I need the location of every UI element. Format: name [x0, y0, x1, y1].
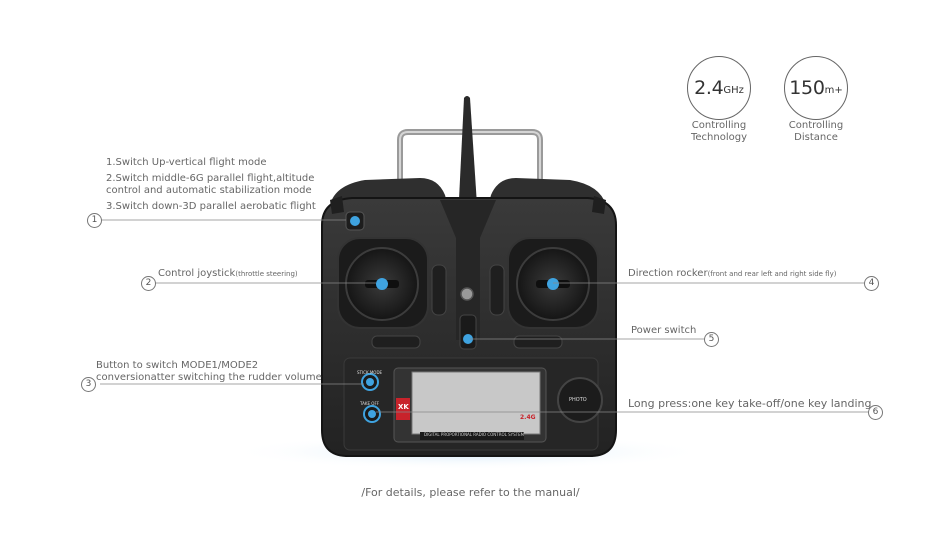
antenna: [458, 96, 478, 220]
frequency-label-line2: Technology: [690, 132, 747, 143]
take-off-label: TAKE OFF: [360, 401, 380, 406]
annotation-4-small: (front and rear left and right side fly): [707, 270, 837, 278]
photo-button: [557, 377, 603, 423]
frequency-badge: 2.4 GHz: [687, 56, 751, 120]
annotation-control-joystick: Control joystick(throttle steering): [158, 268, 298, 280]
annotation-6-text: Long press:one key take-off/one key land…: [628, 397, 872, 410]
annotation-3-line1: Button to switch MODE1/MODE2: [96, 360, 259, 371]
annotation-2-text: Control joystick: [158, 268, 236, 279]
top-shell: [330, 178, 606, 222]
callout-number-5: 5: [704, 332, 719, 347]
callout-number-2: 2: [141, 276, 156, 291]
annotation-flight-modes: 1.Switch Up-vertical flight mode 2.Switc…: [106, 157, 316, 213]
distance-badge: 150 m+: [784, 56, 848, 120]
right-trim: [489, 264, 505, 316]
annotation-1-line1: 1.Switch Up-vertical flight mode: [106, 157, 267, 168]
callout-number-3: 3: [81, 377, 96, 392]
annotation-5-text: Power switch: [631, 325, 697, 336]
center-rivet: [460, 287, 474, 301]
annotation-take-off-landing: Long press:one key take-off/one key land…: [628, 398, 872, 410]
frequency-label-line1: Controlling: [691, 120, 747, 131]
leader-lines: [100, 219, 870, 413]
distance-unit: m+: [824, 85, 843, 96]
frequency-label: Controlling Technology: [674, 120, 764, 144]
annotation-4-text: Direction rocker: [628, 268, 708, 279]
annotation-direction-rocker: Direction rocker(front and rear left and…: [628, 268, 836, 280]
stick-mode-label: STICK MODE: [357, 370, 383, 375]
annotation-mode-button: Button to switch MODE1/MODE2 conversiona…: [96, 360, 322, 384]
distance-value: 150: [789, 77, 825, 99]
annotation-1-line2: 2.Switch middle-6G parallel flight,altit…: [106, 173, 315, 184]
callout-number-6: 6: [868, 405, 883, 420]
annotation-1-line4: 3.Switch down-3D parallel aerobatic flig…: [106, 201, 316, 212]
photo-label: PHOTO: [569, 397, 587, 403]
frequency-value: 2.4: [694, 77, 724, 99]
brand-label: XK: [398, 403, 409, 411]
distance-label: Controlling Distance: [771, 120, 861, 144]
left-trim: [431, 264, 447, 316]
device-bottom-text: DIGITAL PROPORTIONAL RADIO CONTROL SYSTE…: [424, 432, 525, 437]
callout-number-1: 1: [87, 213, 102, 228]
annotation-2-small: (throttle steering): [235, 270, 298, 278]
left-stick-tip: [376, 278, 388, 290]
callout-number-4: 4: [864, 276, 879, 291]
lcd-screen: [411, 371, 541, 435]
brand-mark: [396, 398, 410, 420]
band-label: 2.4G: [520, 414, 536, 421]
distance-label-line2: Distance: [794, 132, 838, 143]
manual-note: /For details, please refer to the manual…: [361, 486, 580, 499]
annotation-power-switch: Power switch: [631, 325, 696, 337]
annotation-3-line2: conversionatter switching the rudder vol…: [96, 372, 322, 383]
distance-label-line1: Controlling: [788, 120, 844, 131]
frequency-unit: GHz: [723, 85, 744, 96]
right-stick-tip: [547, 278, 559, 290]
annotation-1-line3: control and automatic stabilization mode: [106, 185, 312, 196]
